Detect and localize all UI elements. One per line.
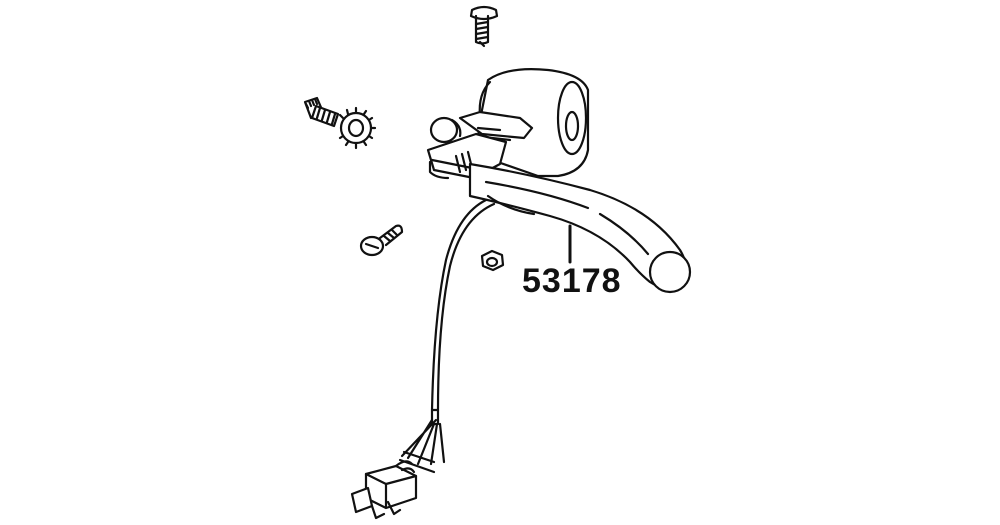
- adjuster-nut-icon: [303, 96, 377, 150]
- part-number-label: 53178: [522, 262, 622, 300]
- screw-top-icon: [469, 5, 499, 48]
- pivot-bolt-icon: [359, 224, 404, 257]
- hex-nut-icon: [480, 249, 505, 272]
- switch-cable-icon: [398, 198, 496, 474]
- lever-housing-icon: [426, 68, 590, 180]
- lever-blade-icon: [468, 162, 692, 294]
- connector-icon: [350, 460, 418, 520]
